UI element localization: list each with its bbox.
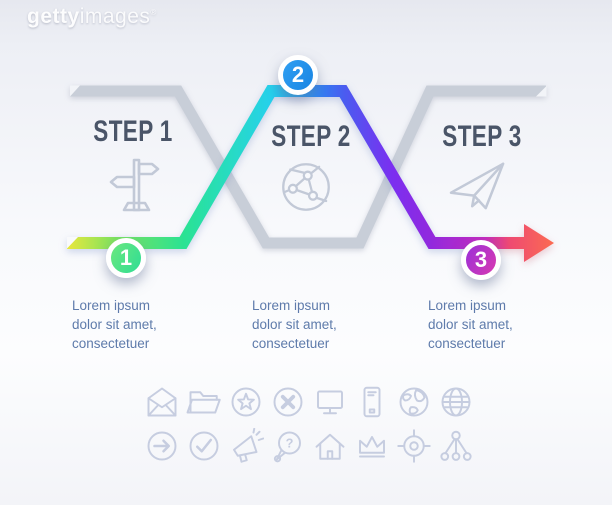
signpost-icon bbox=[103, 156, 169, 219]
step1-number: 1 bbox=[119, 245, 133, 270]
megaphone-icon bbox=[228, 427, 265, 464]
flow-track-gray bbox=[70, 85, 546, 249]
svg-text:?: ? bbox=[286, 436, 294, 451]
flow-left-cap bbox=[67, 237, 78, 249]
monitor-icon bbox=[312, 384, 348, 420]
mail-open-icon bbox=[144, 384, 180, 420]
step2-badge: 2 bbox=[278, 55, 318, 95]
crown-icon bbox=[354, 428, 390, 464]
globe-grid-icon bbox=[438, 384, 474, 420]
icon-grid-row1 bbox=[144, 384, 474, 420]
star-circle-icon bbox=[228, 384, 264, 420]
home-icon bbox=[312, 428, 348, 464]
flow-arrow-icon bbox=[497, 224, 554, 262]
network-icon bbox=[438, 428, 474, 464]
registered-mark: ® bbox=[150, 8, 157, 17]
globe-network-icon bbox=[278, 159, 334, 220]
step2-description: Lorem ipsum dolor sit amet, consectetuer bbox=[252, 298, 337, 351]
step3-description: Lorem ipsum dolor sit amet, consectetuer bbox=[428, 298, 513, 351]
track-left-cap bbox=[70, 85, 80, 97]
earth-globe-icon bbox=[396, 384, 432, 420]
gettyimages-watermark: gettyimages® bbox=[27, 5, 157, 29]
arrow-right-circle-icon bbox=[144, 428, 180, 464]
step1-title: STEP 1 bbox=[93, 115, 173, 148]
track-right-cap bbox=[536, 86, 547, 97]
step3-number: 3 bbox=[474, 247, 488, 272]
folder-icon bbox=[186, 384, 222, 420]
step1-description: Lorem ipsum dolor sit amet, consectetuer bbox=[72, 298, 157, 351]
step1-badge: 1 bbox=[106, 238, 146, 278]
step2-number: 2 bbox=[291, 62, 305, 87]
step2-title: STEP 2 bbox=[271, 120, 351, 153]
paper-plane-icon bbox=[447, 158, 509, 217]
target-icon bbox=[396, 428, 432, 464]
watermark-images: images bbox=[79, 5, 151, 28]
smartphone-icon bbox=[354, 384, 390, 420]
check-circle-icon bbox=[186, 428, 222, 464]
chat-question-icon: ? bbox=[270, 428, 306, 464]
step3-badge: 3 bbox=[461, 240, 501, 280]
step3-title: STEP 3 bbox=[442, 120, 522, 153]
watermark-getty: getty bbox=[27, 5, 80, 28]
close-circle-icon bbox=[270, 384, 306, 420]
icon-grid-row2: ? bbox=[144, 427, 474, 464]
